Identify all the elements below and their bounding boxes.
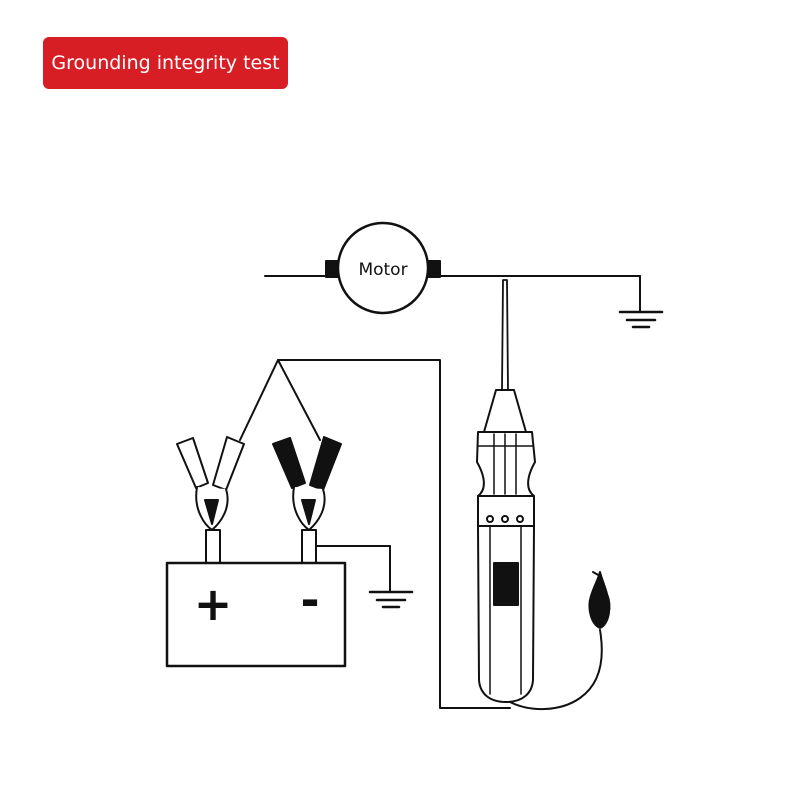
test-light-icon (476, 279, 536, 703)
alligator-clip-icon (272, 436, 342, 565)
motor: Motor (264, 221, 641, 315)
motor-label: Motor (358, 260, 407, 280)
alligator-clip-icon (588, 571, 611, 629)
probe-tip (501, 279, 509, 391)
probe-grip (476, 431, 536, 497)
battery-body (165, 561, 347, 668)
ground-symbol-icon (618, 310, 664, 329)
motor-terminal-left (325, 260, 339, 278)
clamp-wire-right (277, 359, 321, 441)
battery-positive-symbol: + (194, 577, 233, 631)
ground-symbol-icon (368, 590, 414, 609)
tester-lead-wire (239, 359, 511, 709)
title-text: Grounding integrity test (51, 52, 280, 74)
battery: + - (165, 561, 347, 668)
probe-handle (477, 525, 535, 703)
test-light-cable (509, 629, 603, 711)
title-badge: Grounding integrity test (43, 37, 288, 89)
battery-ground-lead (315, 545, 391, 593)
probe-collar (483, 389, 527, 433)
clamp-wiring (239, 359, 511, 709)
indicator-lamp (493, 562, 519, 606)
alligator-clip-icon (176, 436, 245, 565)
motor-terminal-right (427, 260, 441, 278)
battery-negative-symbol: - (300, 573, 319, 627)
